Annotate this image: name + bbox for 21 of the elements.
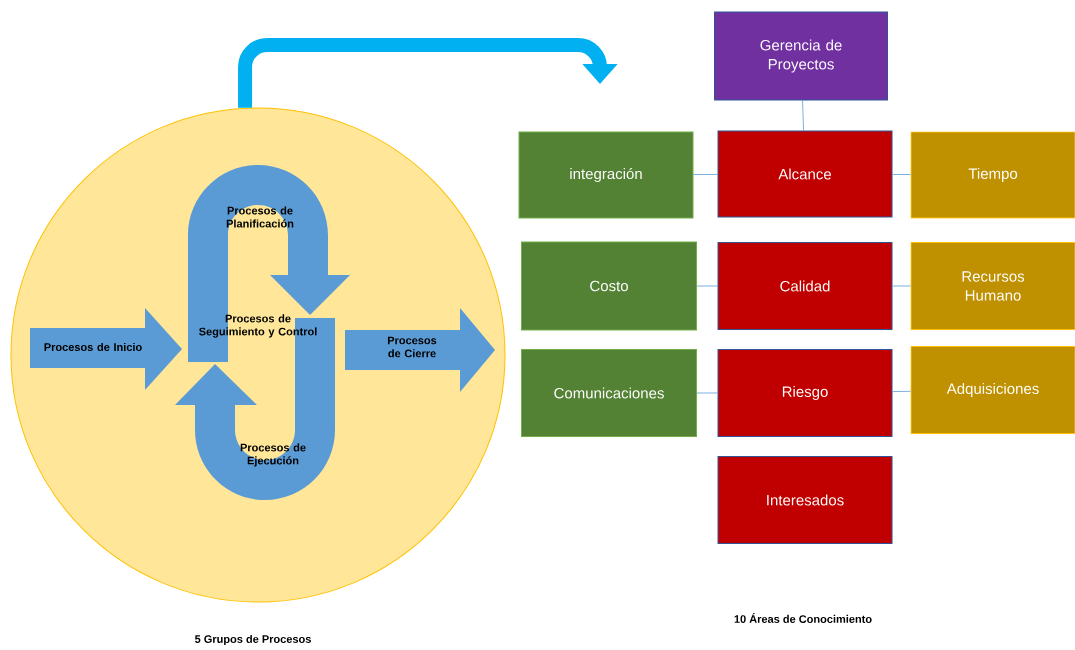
connector-line: [802, 100, 804, 131]
caption: 5 Grupos de Procesos: [194, 634, 311, 646]
area-box: Calidad: [717, 242, 893, 330]
area-box: Tiempo: [910, 131, 1075, 219]
area-box: Gerencia de Proyectos: [714, 11, 888, 101]
area-box: Interesados: [717, 456, 893, 544]
bent-arrow: [238, 38, 618, 108]
area-box: Comunicaciones: [521, 349, 697, 437]
connector-line: [892, 174, 911, 175]
area-box: integración: [518, 131, 694, 219]
area-box: Riesgo: [717, 349, 893, 437]
connector-line: [693, 174, 718, 175]
connector-line: [892, 390, 911, 392]
connector-line: [892, 285, 911, 287]
area-box: Alcance: [717, 130, 893, 218]
area-box: Costo: [521, 241, 697, 331]
connector-line: [696, 285, 718, 287]
area-box: Recursos Humano: [910, 242, 1075, 330]
area-box: Adquisiciones: [910, 346, 1075, 434]
connector-line: [696, 392, 718, 394]
caption: 10 Áreas de Conocimiento: [734, 613, 872, 623]
